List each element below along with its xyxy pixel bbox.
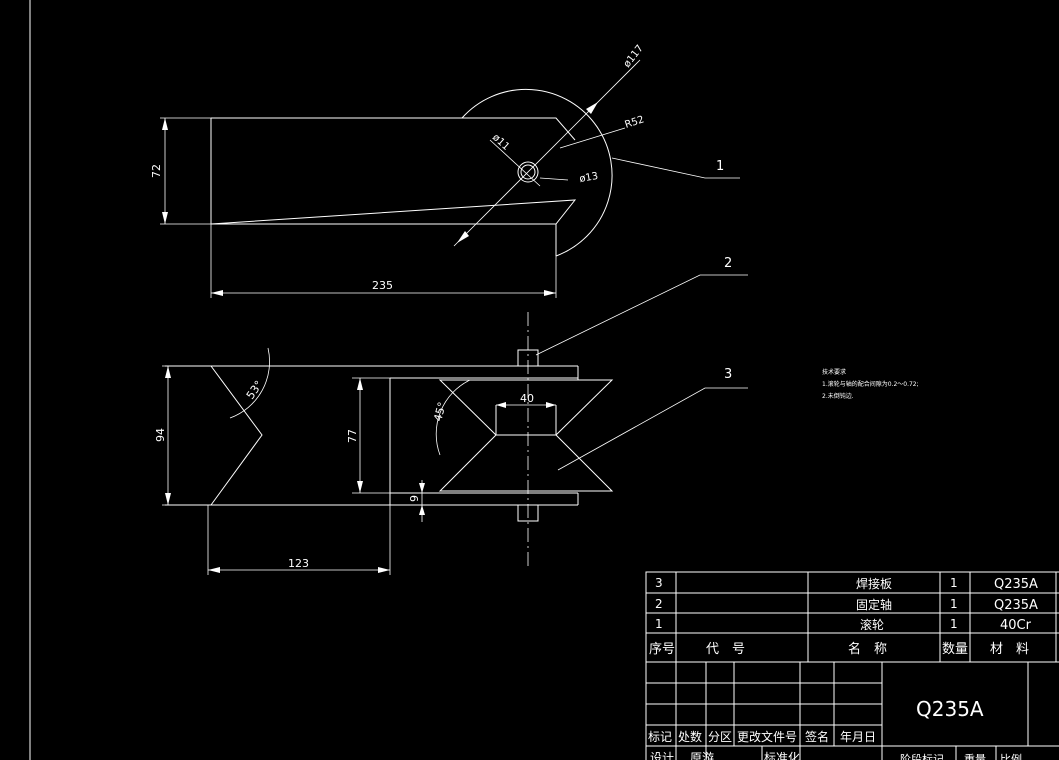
- title-block: Q235A 标记 处数 分区 更改文件号 签名 年月日 设计 原游 标准化 阶段…: [645, 661, 1059, 760]
- bom-row-qty: 1: [950, 597, 958, 611]
- balloon-2: 2: [724, 256, 732, 271]
- rev-label: 签名: [805, 729, 829, 744]
- weight-label: 重量: [964, 752, 986, 760]
- tech-notes-line1: 1.滚轮与轴的配合间隙为0.2～0.72;: [822, 380, 919, 388]
- dim-40: 40: [520, 392, 534, 405]
- dim-53: 53°: [244, 378, 266, 401]
- bom-row-material: 40Cr: [1000, 618, 1032, 633]
- stage-mark-label: 阶段标记: [900, 752, 944, 760]
- dim-94: 94: [154, 428, 167, 442]
- title-material: Q235A: [916, 697, 984, 721]
- dim-phi13: ø13: [579, 171, 599, 185]
- bom-row-qty: 1: [950, 617, 958, 631]
- bom-row-name: 焊接板: [856, 576, 892, 591]
- bom-header-name: 名 称: [848, 641, 887, 657]
- rev-label: 年月日: [840, 730, 876, 744]
- bom-row-material: Q235A: [994, 598, 1038, 613]
- dim-45: 45°: [431, 401, 449, 423]
- top-view: 72 235 ø117 R52 ø11 ø13 1: [150, 43, 740, 298]
- balloon-3: 3: [724, 367, 732, 382]
- front-view: 94 77 53° 45° 40 9 123 2 3: [154, 256, 748, 575]
- rev-label: 更改文件号: [737, 729, 797, 744]
- bom-row-no: 1: [655, 617, 663, 631]
- bom-table: 3 焊接板 1 Q235A 2 固定轴 1 Q235A 1 滚轮 1 40Cr …: [645, 571, 1059, 663]
- dim-123: 123: [288, 557, 309, 570]
- hole-phi11: [520, 164, 536, 180]
- dim-77: 77: [346, 429, 359, 443]
- hole-phi13: [517, 161, 539, 183]
- bom-header-no: 序号: [649, 642, 675, 657]
- dim-r52: R52: [624, 114, 646, 131]
- bom-row-name: 固定轴: [856, 597, 892, 612]
- bom-row-no: 2: [655, 597, 663, 611]
- tech-notes-line2: 2.未倒钝边.: [822, 392, 854, 400]
- design-label: 设计: [650, 751, 674, 760]
- tech-notes: 技术要求 1.滚轮与轴的配合间隙为0.2～0.72; 2.未倒钝边.: [822, 368, 919, 400]
- bom-header-material: 材 料: [990, 642, 1029, 657]
- rev-label: 处数: [678, 729, 702, 744]
- bom-header-code: 代 号: [706, 642, 745, 657]
- dim-235: 235: [372, 279, 393, 292]
- origin-label: 原游: [690, 751, 714, 760]
- balloon-1: 1: [716, 159, 724, 174]
- bom-row-name: 滚轮: [860, 617, 884, 632]
- bom-header-qty: 数量: [942, 642, 968, 657]
- bom-row-material: Q235A: [994, 577, 1038, 592]
- wheel-arc-top: [461, 88, 613, 257]
- tech-notes-title: 技术要求: [822, 368, 846, 376]
- plate-outline-top: [210, 117, 577, 225]
- dim-72: 72: [150, 164, 163, 178]
- dim-phi11: ø11: [490, 132, 511, 153]
- bom-row-no: 3: [655, 576, 663, 590]
- rev-label: 标记: [648, 730, 672, 744]
- dim-9: 9: [408, 495, 421, 502]
- rev-label: 分区: [708, 730, 732, 744]
- scale-label: 比例: [1000, 752, 1022, 760]
- standard-label: 标准化: [764, 751, 800, 760]
- bom-row-qty: 1: [950, 576, 958, 590]
